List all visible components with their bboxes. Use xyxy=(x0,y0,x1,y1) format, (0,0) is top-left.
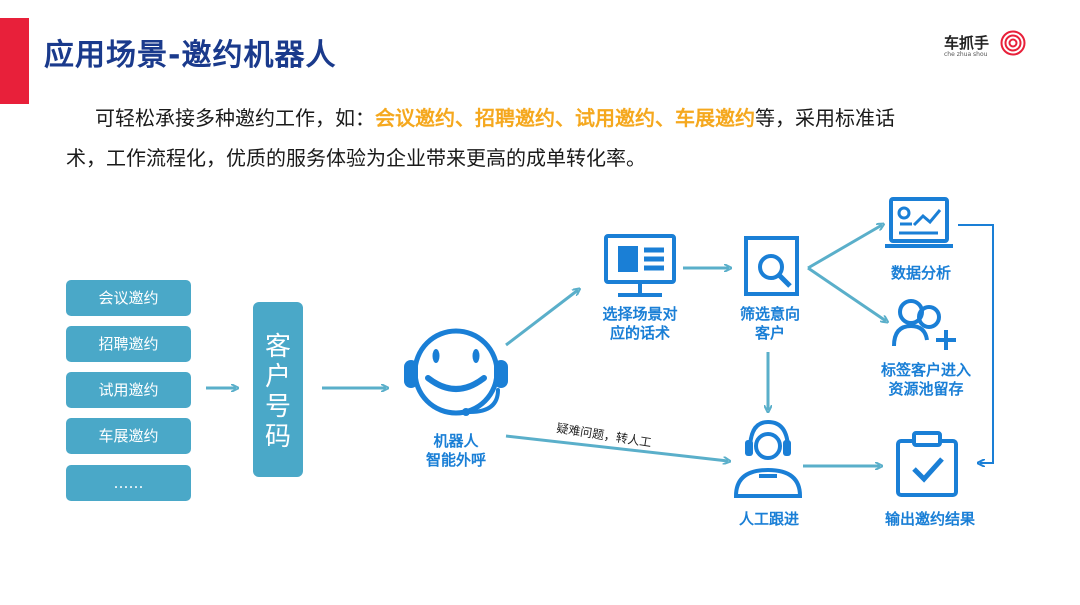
human-agent-icon xyxy=(733,419,803,498)
scenario-more: …… xyxy=(66,465,191,501)
intro-highlights: 会议邀约、招聘邀约、试用邀约、车展邀约 xyxy=(375,106,755,130)
monitor-script-icon xyxy=(604,234,676,297)
intro-paragraph: 可轻松承接多种邀约工作，如：会议邀约、招聘邀约、试用邀约、车展邀约等，采用标准话… xyxy=(66,98,1016,178)
phone-number-label: 客户号码 xyxy=(253,302,303,452)
node-filter-line2: 客户 xyxy=(754,324,785,342)
chart-analysis-icon xyxy=(885,197,953,248)
node-script: 选择场景对 应的话术 xyxy=(590,305,690,343)
arrow-analysis-to-output xyxy=(958,224,994,463)
clipboard-check-icon xyxy=(896,431,958,497)
node-pool: 标签客户进入 资源池留存 xyxy=(866,361,986,399)
node-pool-line1: 标签客户进入 xyxy=(880,361,971,379)
scenario-autoshow: 车展邀约 xyxy=(66,418,191,454)
accent-bar xyxy=(0,18,29,104)
arrow-robot-to-script xyxy=(505,290,578,347)
intro-line2: 术，工作流程化，优质的服务体验为企业带来更高的成单转化率。 xyxy=(66,146,646,170)
logo-subtext: che zhua shou xyxy=(944,51,988,58)
node-analysis-line1: 数据分析 xyxy=(890,264,951,282)
node-filter-line1: 筛选意向 xyxy=(739,305,800,323)
node-human: 人工跟进 xyxy=(724,510,814,529)
node-script-line2: 应的话术 xyxy=(609,324,670,342)
node-robot-line1: 机器人 xyxy=(433,432,479,450)
phone-label-char: 码 xyxy=(264,422,291,452)
phone-number-box: 客户号码 xyxy=(253,302,303,477)
phone-label-char: 户 xyxy=(264,362,291,392)
add-users-icon xyxy=(892,299,956,350)
intro-prefix: 可轻松承接多种邀约工作，如： xyxy=(95,106,375,130)
node-filter: 筛选意向 客户 xyxy=(728,305,812,343)
arrow-filter-to-analysis xyxy=(807,225,882,270)
page-title: 应用场景-邀约机器人 xyxy=(44,38,337,73)
node-robot: 机器人 智能外呼 xyxy=(410,432,502,470)
intro-suffix: 等，采用标准话 xyxy=(755,106,895,130)
node-robot-line2: 智能外呼 xyxy=(425,451,486,469)
node-script-line1: 选择场景对 xyxy=(602,305,678,323)
logo-text: 车抓手 xyxy=(944,34,990,52)
logo-mark-icon xyxy=(1000,30,1026,56)
phone-label-char: 号 xyxy=(264,392,291,422)
node-human-line1: 人工跟进 xyxy=(738,510,799,528)
search-doc-icon xyxy=(744,236,799,296)
arrow-filter-to-pool xyxy=(807,266,886,321)
scenario-trial: 试用邀约 xyxy=(66,372,191,408)
headset-robot-icon xyxy=(404,328,508,416)
node-output: 输出邀约结果 xyxy=(870,510,990,529)
brand-logo: 车抓手 che zhua shou xyxy=(944,30,1028,64)
arrow-robot-to-human xyxy=(505,434,728,461)
node-analysis: 数据分析 xyxy=(876,264,966,283)
node-pool-line2: 资源池留存 xyxy=(888,380,964,398)
scenario-recruit: 招聘邀约 xyxy=(66,326,191,362)
scenario-meeting: 会议邀约 xyxy=(66,280,191,316)
phone-label-char: 客 xyxy=(264,332,291,362)
node-output-line1: 输出邀约结果 xyxy=(884,510,975,528)
